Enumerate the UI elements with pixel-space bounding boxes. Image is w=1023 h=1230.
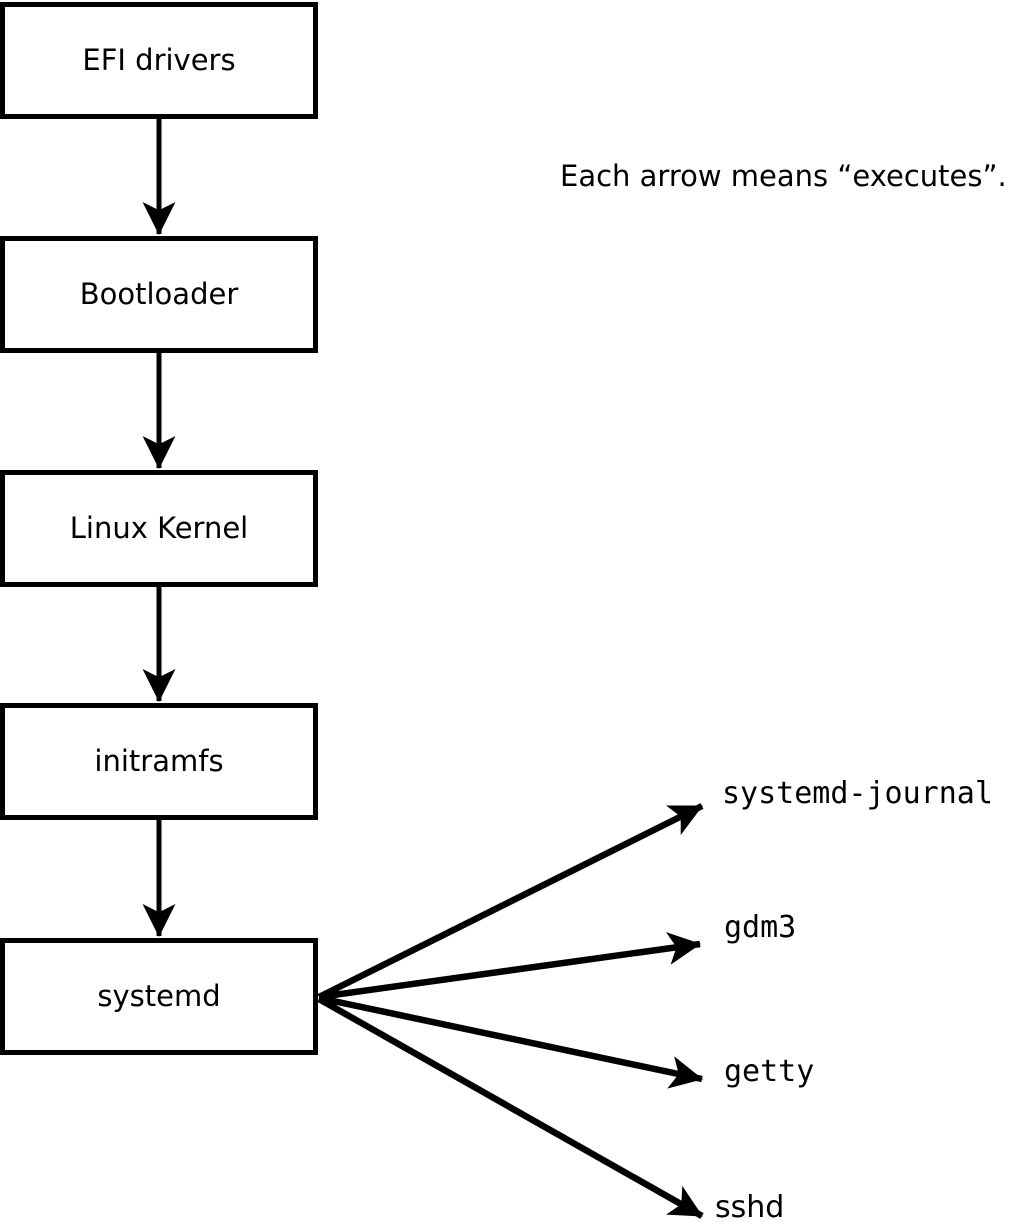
box-systemd-label: systemd (97, 979, 221, 1013)
legend-note: Each arrow means “executes”. (560, 159, 1007, 193)
arrow-systemd-to-sshd (317, 996, 704, 1219)
box-initramfs-label: initramfs (94, 744, 224, 778)
box-efi-drivers-label: EFI drivers (82, 43, 236, 77)
box-bootloader: Bootloader (0, 236, 318, 353)
process-label-gdm3: gdm3 (724, 910, 797, 945)
box-systemd: systemd (0, 938, 318, 1055)
box-initramfs: initramfs (0, 703, 318, 820)
box-efi-drivers: EFI drivers (0, 2, 318, 119)
arrow-systemd-to-getty (318, 994, 703, 1089)
process-label-getty: getty (724, 1054, 815, 1089)
arrow-systemd-to-gdm3 (318, 932, 701, 1001)
process-label-sshd: sshd (715, 1190, 785, 1225)
arrow-systemd-to-journal (317, 803, 704, 1000)
box-bootloader-label: Bootloader (79, 277, 239, 311)
box-linux-kernel: Linux Kernel (0, 470, 318, 587)
process-label-systemd-journal: systemd-journal (722, 776, 993, 811)
box-linux-kernel-label: Linux Kernel (69, 511, 249, 545)
